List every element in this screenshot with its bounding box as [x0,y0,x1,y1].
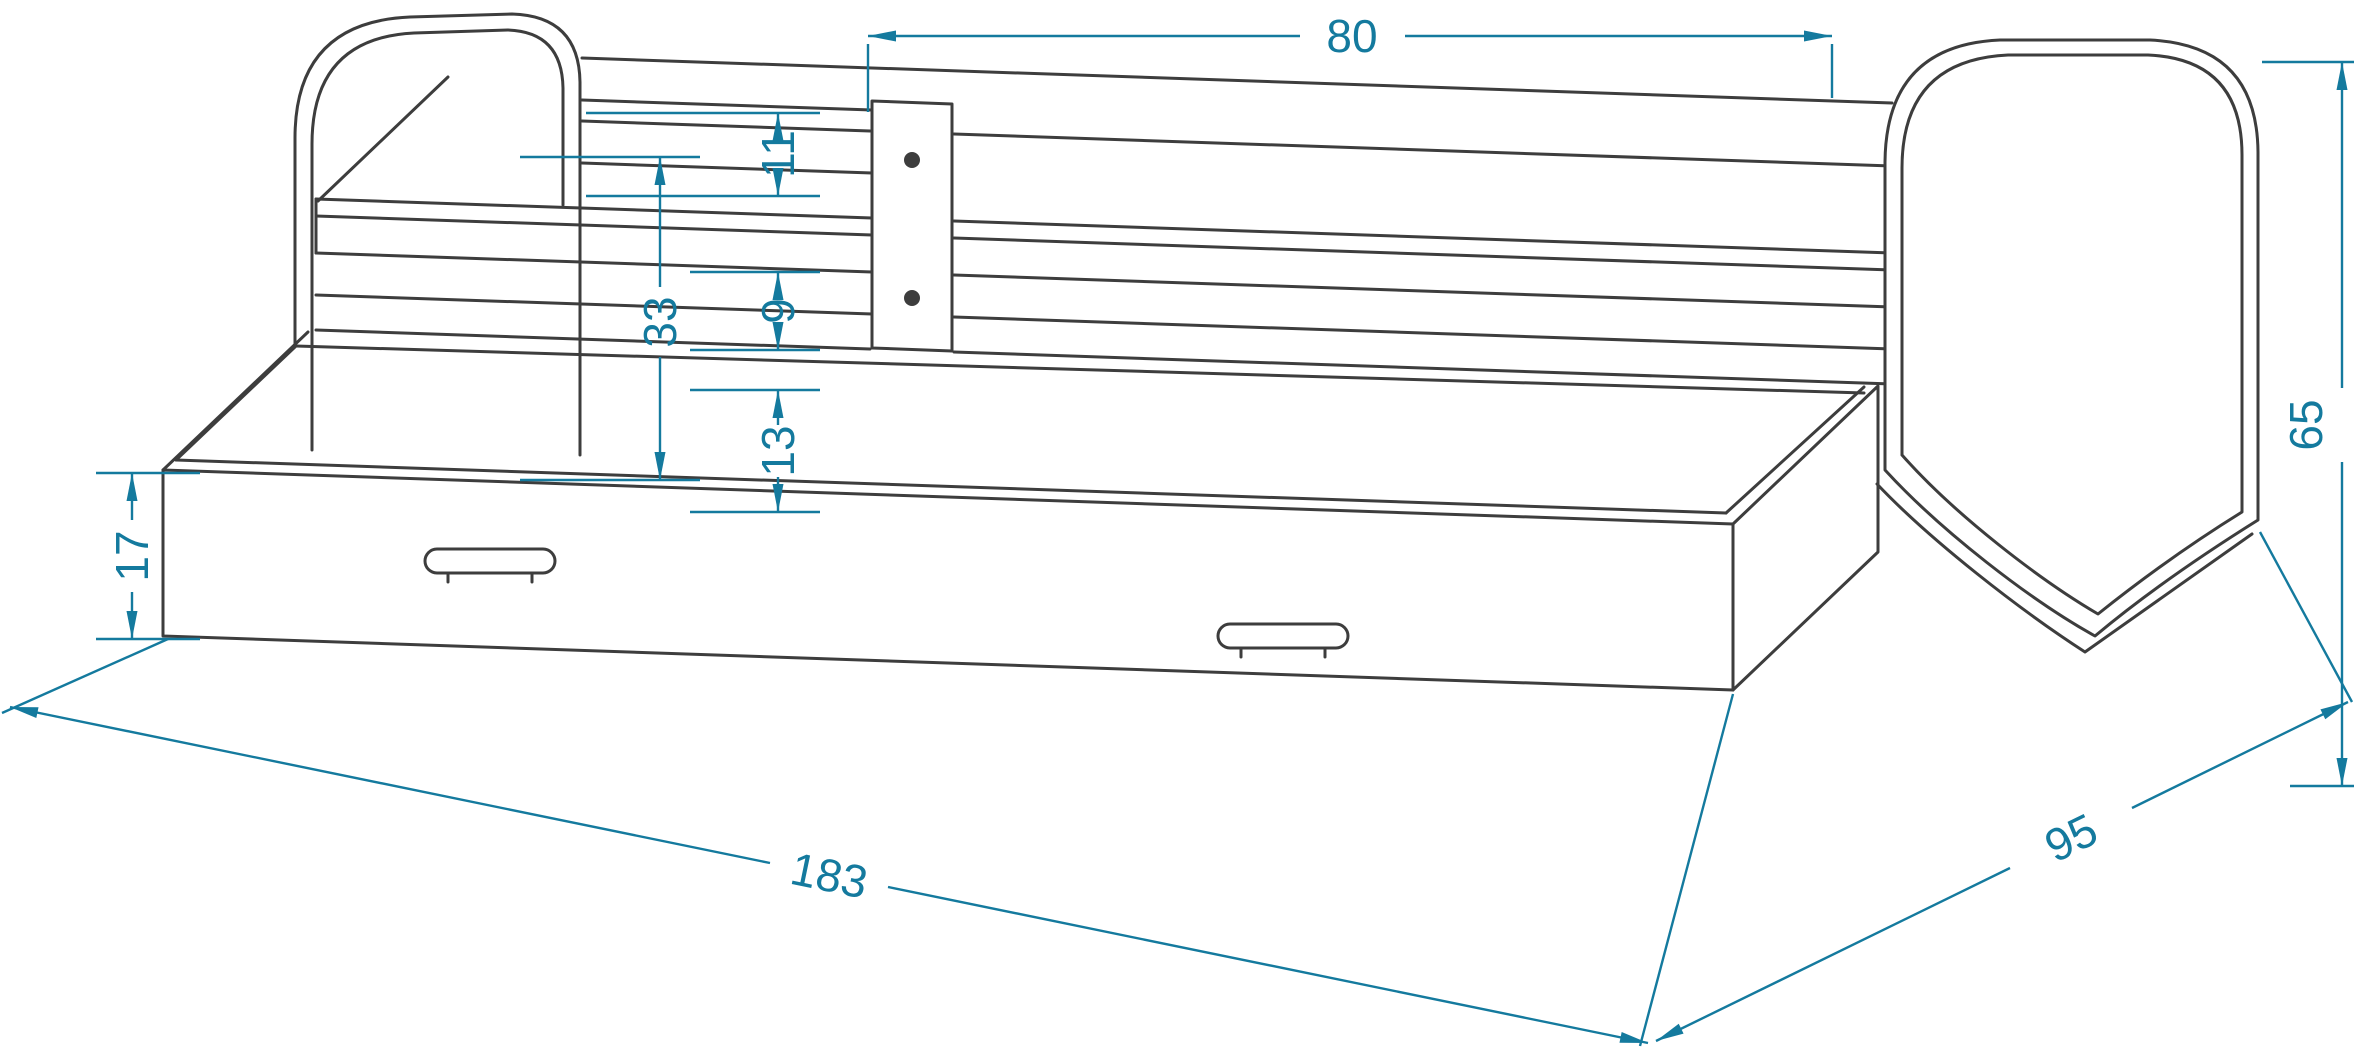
footboard [1875,38,2260,654]
bed-drawing [161,12,2260,692]
dimension-length: 183 [1,637,1735,1047]
screw-icon [904,290,920,306]
drawer-side-face [1731,384,1880,692]
dimension-side-inner-height: 33 [520,155,700,482]
dimension-drawer-height: 17 [96,471,200,641]
guard-rail [580,98,874,175]
drawer [161,330,1880,692]
dimension-top-opening: 80 [866,10,1834,112]
footboard-bottom-edge [1875,482,2254,654]
dimension-label-drawer-height: 17 [106,530,158,581]
mattress [314,75,1894,272]
drawer-front-face [161,468,1735,692]
headboard-inner-contour [310,28,565,452]
dimension-label-top-opening: 80 [1326,10,1377,62]
drawer-left-rim-edge [161,330,310,472]
dimension-label-length: 183 [786,842,872,908]
guard-rail-post [870,99,954,353]
dimension-total-height: 65 [2262,60,2354,788]
footboard-outline [1883,38,2260,638]
mattress-depth-edge [316,75,450,203]
drawer-handle-right [1216,622,1350,659]
mattress-seam [314,214,874,237]
dimension-annotations: 80 11 33 9 [1,10,2354,1047]
dimension-label-width: 95 [2037,803,2106,872]
mattress-top-edge [314,197,874,220]
dimension-frame-lower: 13 [690,388,820,514]
dimension-label-frame-upper: 9 [752,298,804,324]
screw-icon [904,152,920,168]
drawer-handle-left [423,547,557,584]
dimension-label-side-inner-height: 33 [634,296,686,347]
dimension-label-guardrail-height: 11 [752,130,804,178]
footboard-inner-contour [1900,53,2244,616]
headboard [293,12,582,457]
top-rail [580,56,1894,168]
dimension-frame-upper: 9 [690,270,820,352]
headboard-outline [293,12,582,457]
dimension-label-total-height: 65 [2280,399,2332,450]
drawer-inner-rim [174,458,1728,515]
dimension-guardrail-height: 11 [586,111,820,198]
dimension-label-frame-lower: 13 [752,425,804,476]
